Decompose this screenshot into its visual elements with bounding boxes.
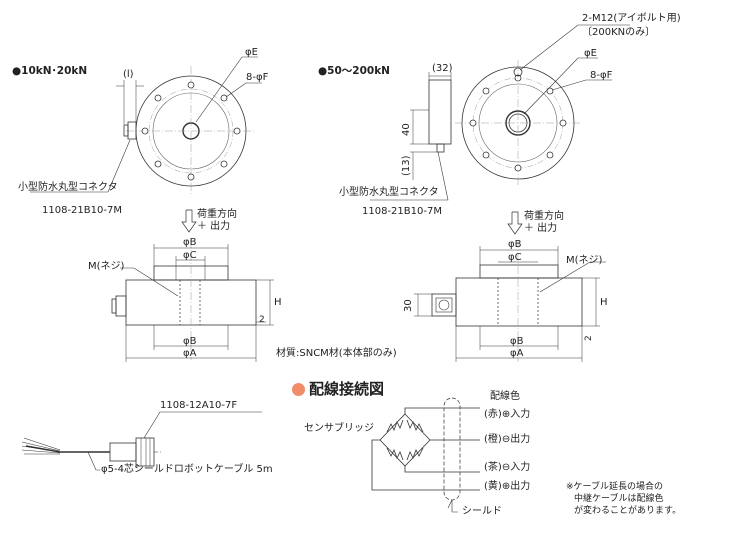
wire-brown-color: (茶) [484,462,502,473]
dim-i-label: (l) [123,69,134,80]
dim-40-label: 40 [401,123,412,136]
left-side-view [111,209,274,362]
left-load-dir: 荷重方向 [197,209,237,220]
right-top-phiB: φB [508,239,522,250]
right-connector-code: 1108-21B10-7M [362,206,442,217]
wiring-title: 配線接続図 [309,380,385,398]
wire-brown: (茶)⊖入力 [484,463,530,473]
left-phiE-label: φE [245,47,258,58]
note-line-3: が変わることがあります。 [574,506,682,516]
left-bot-phiB: φB [183,336,197,347]
left-connector-name: 小型防水丸型コネクタ [18,182,118,193]
right-top-view [370,24,630,201]
left-top-phiB: φB [183,237,197,248]
wire-red-color: (赤) [484,409,502,420]
left-bot-phiA: φA [183,348,197,359]
left-connector-code: 1108-21B10-7M [42,205,122,216]
right-top-phiC: φC [508,252,522,263]
right-bot-phiA: φA [510,348,524,359]
note-line-1: ※ケーブル延長の場合の [566,482,664,492]
eyebolt-label: 2-M12(アイボルト用) [582,13,681,24]
right-thread-label: M(ネジ) [566,255,603,266]
right-load-dir: 荷重方向 [524,211,564,222]
wire-orange-signal: ⊖出力 [501,434,531,445]
right-bot-phiB: φB [510,336,524,347]
wire-orange: (橙)⊖出力 [484,435,530,445]
wire-red: (赤)⊕入力 [484,410,530,420]
cable-connector-code: 1108-12A10-7F [160,400,238,411]
left-H-label: H [274,297,282,308]
left-heading: ●10kN･20kN [12,65,88,77]
wire-yellow: (黄)⊕出力 [484,482,530,492]
note-line-2: 中継ケーブルは配線色 [574,494,664,504]
cable-drawing [21,411,262,471]
right-2-label: 2 [584,335,594,341]
shield-label: シールド [462,506,502,517]
right-heading: ●50〜200kN [318,65,390,77]
wire-yellow-signal: ⊕出力 [501,481,531,492]
left-thread-label: M(ネジ) [88,261,125,272]
right-H-label: H [600,297,608,308]
dim-32-label: (32) [432,63,453,74]
right-output: ＋ 出力 [524,223,558,234]
left-2-label: 2 [259,315,265,325]
cable-note: ※ケーブル延長の場合の 中継ケーブルは配線色 が変わることがあります。 [566,481,681,517]
left-top-phiC: φC [183,250,197,261]
wiring-diagram [371,397,480,513]
dim-13-label: (13) [401,155,412,176]
eyebolt-note: 〔200KNのみ〕 [582,27,656,38]
left-8phiF-label: 8-φF [246,72,269,83]
left-top-view [30,56,262,196]
wire-orange-color: (橙) [484,434,502,445]
right-connector-name: 小型防水丸型コネクタ [339,187,439,198]
wire-yellow-color: (黄) [484,481,502,492]
material-label: 材質:SNCM材(本体部のみ) [276,348,397,359]
dim-30-label: 30 [403,299,414,312]
wire-brown-signal: ⊖入力 [501,462,531,473]
right-8phiF-label: 8-φF [590,70,613,81]
left-output: ＋ 出力 [197,221,231,232]
cable-spec: φ5-4芯シールドロボットケーブル 5m [101,464,273,475]
wire-red-signal: ⊕入力 [501,409,531,420]
sensor-bridge-label: センサブリッジ [304,423,374,434]
right-side-view [414,211,606,362]
section-bullet [292,383,305,396]
wire-color-heading: 配線色 [490,391,520,402]
right-phiE-label: φE [584,48,597,59]
